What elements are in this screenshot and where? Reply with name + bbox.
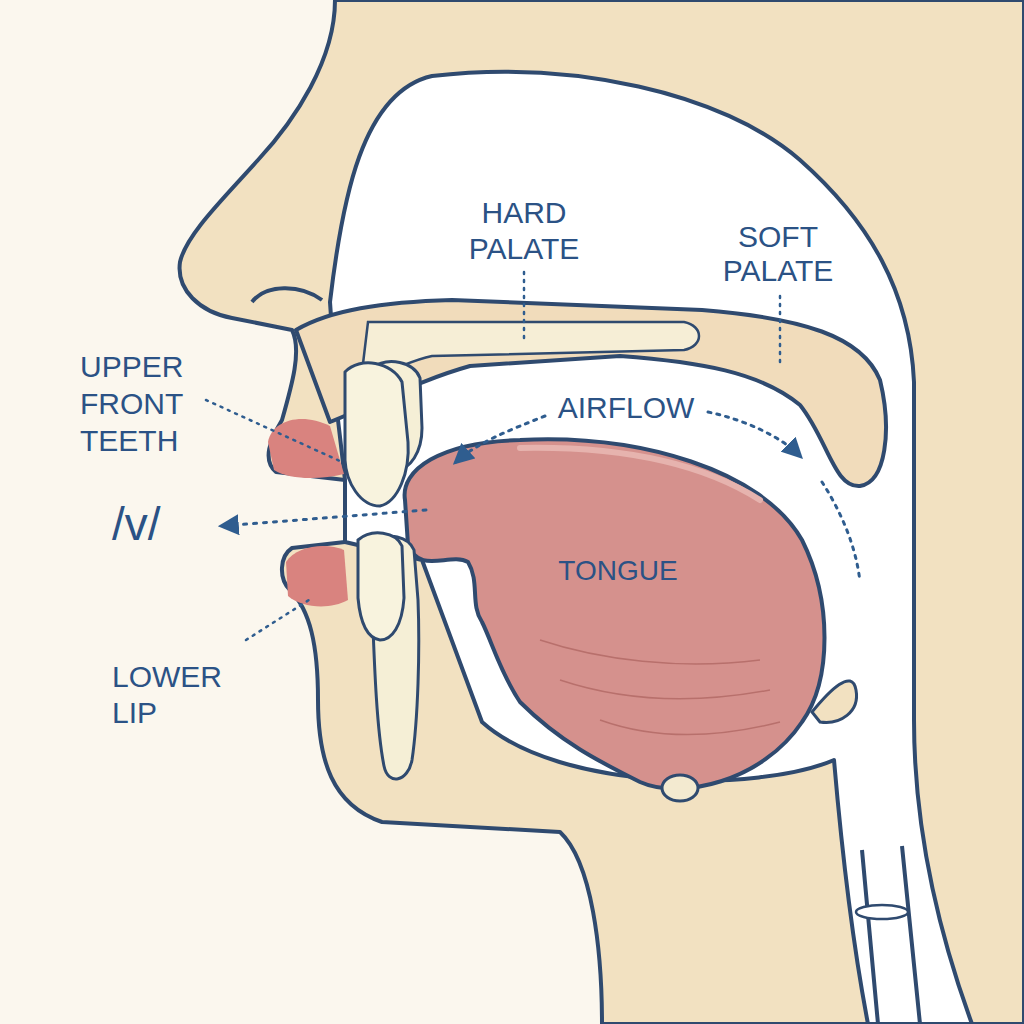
lower-tooth	[358, 533, 404, 640]
upper-tooth	[345, 363, 408, 506]
sound-arrow	[222, 510, 426, 526]
phoneme-label: /v/	[112, 498, 212, 550]
part-label: LOWER LIP	[112, 659, 242, 731]
airflow-arrow	[708, 412, 800, 456]
leader-line	[246, 598, 312, 640]
airflow-label: AIRFLOW	[541, 390, 711, 426]
head-outline	[180, 0, 1024, 1024]
lower-lip	[286, 546, 348, 606]
tongue-shape	[405, 439, 825, 788]
tongue-texture	[560, 680, 770, 699]
nostril	[252, 288, 322, 302]
leader-line	[206, 400, 342, 462]
leader-line	[779, 296, 782, 362]
part-label: TONGUE	[533, 554, 703, 588]
part-label: HARD PALATE	[439, 195, 609, 267]
tongue-highlight	[520, 448, 760, 500]
tongue-texture	[540, 640, 760, 664]
airflow-path	[822, 482, 860, 582]
epiglottis	[812, 681, 857, 723]
airway-cavity	[330, 72, 972, 1024]
upper-lip	[268, 419, 344, 478]
leader-lines	[206, 272, 780, 640]
part-label: SOFT PALATE	[693, 220, 863, 288]
trachea-ring	[856, 905, 908, 919]
hyoid-bone	[662, 775, 698, 801]
tongue-texture	[600, 720, 780, 735]
tongue-texture	[540, 640, 780, 735]
airflow-arrow	[456, 416, 545, 462]
part-label: UPPER FRONT TEETH	[80, 348, 210, 459]
leader-line	[523, 272, 526, 338]
trachea	[862, 846, 920, 1024]
